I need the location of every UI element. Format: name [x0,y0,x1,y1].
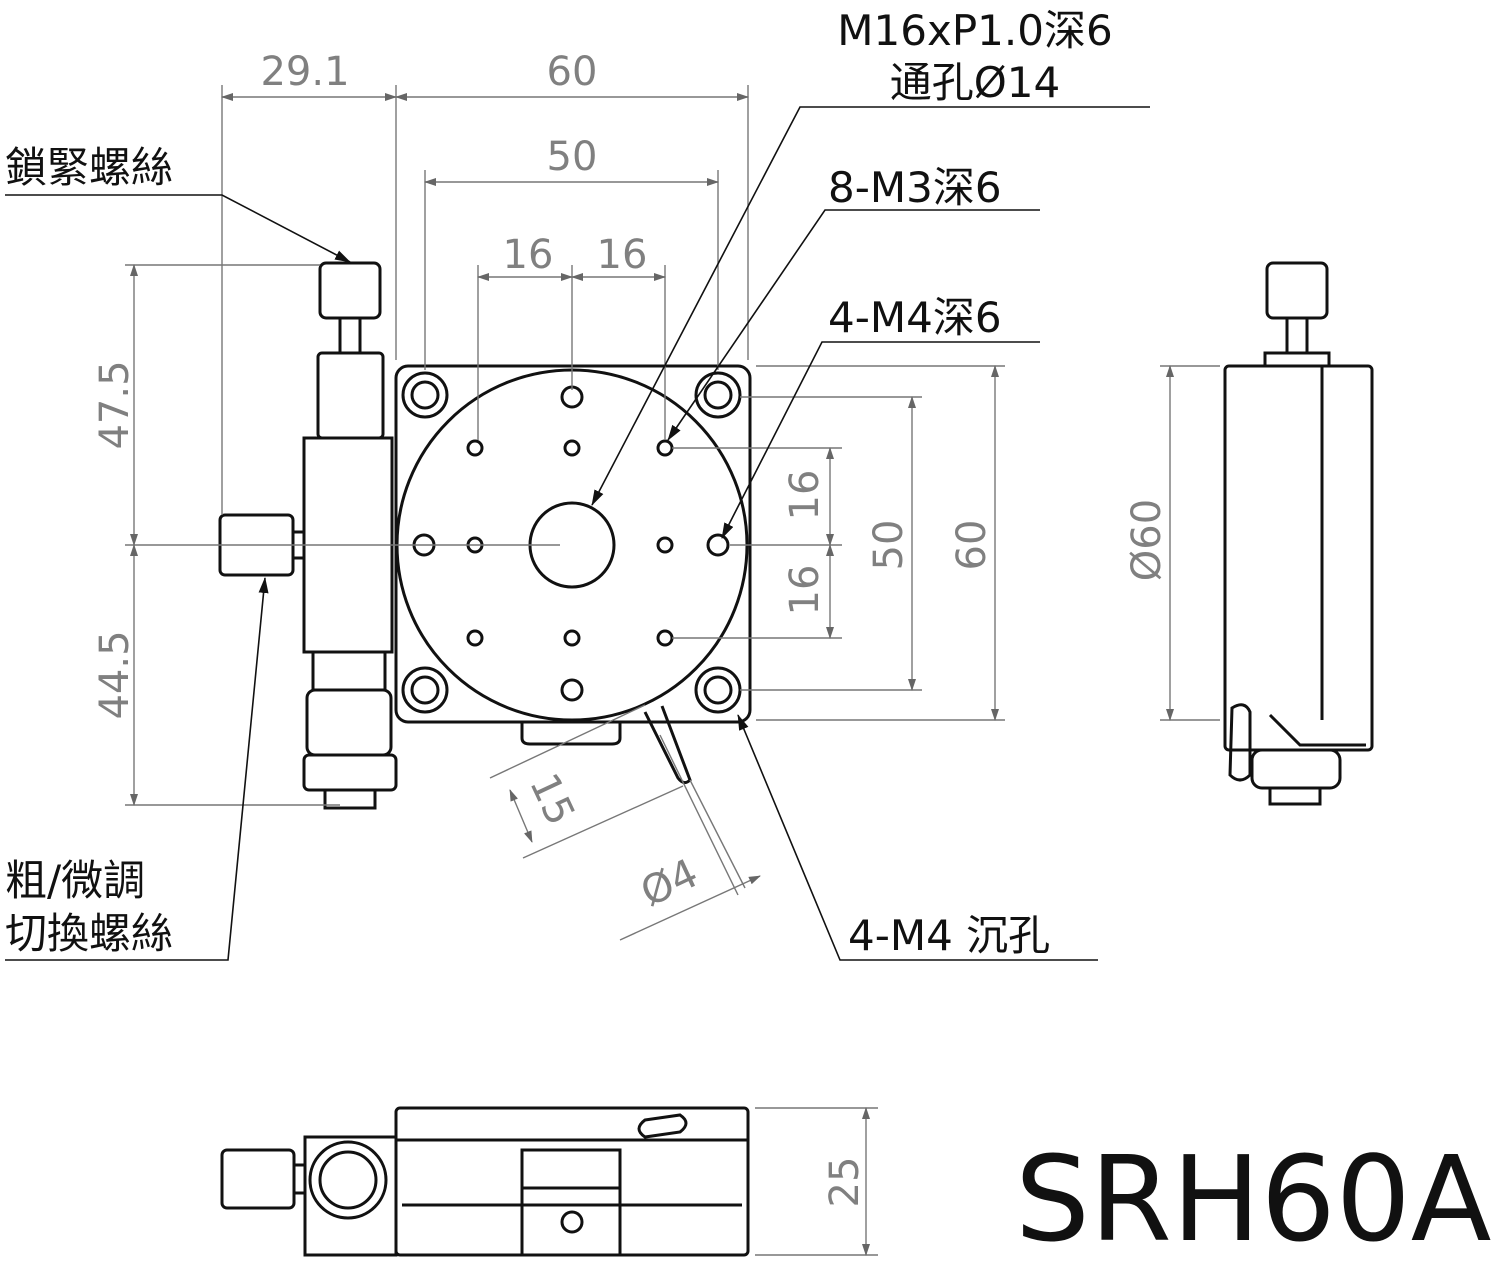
m4-holes [412,385,730,702]
dim-47-5: 47.5 [92,360,138,449]
dim-lever-15: 15 [520,767,583,833]
dim-16-right: 16 [597,232,648,278]
callout-center-hole-1: M16xP1.0深6 [837,6,1112,55]
dim-50-pitch: 50 [547,134,598,180]
front-view [220,1106,878,1257]
micrometer [218,261,398,810]
model-name: SRH60AL [1015,1130,1492,1268]
dim-v50: 50 [866,520,912,571]
callout-m4-holes: 4-M4深6 [828,293,1002,342]
callouts: M16xP1.0深6 通孔Ø14 8-M3深6 4-M4深6 鎖緊螺絲 4-M4… [5,6,1150,961]
counterbore-holes [401,371,742,714]
dim-29-1: 29.1 [260,49,349,95]
callout-center-hole-2: 通孔Ø14 [890,58,1061,107]
dim-height-25: 25 [822,1157,868,1208]
dim-16-left: 16 [503,232,554,278]
m3-holes [466,439,674,647]
dimension-lines [125,85,1005,941]
dim-v60: 60 [949,520,995,571]
dim-v16-bottom: 16 [782,565,828,616]
dim-v16-top: 16 [782,470,828,521]
callout-counterbore: 4-M4 沉孔 [848,911,1050,960]
side-view [1160,261,1374,806]
top-view [218,261,752,810]
tab [520,722,622,746]
dim-60-width: 60 [547,49,598,95]
lever [643,705,692,785]
dim-44-5: 44.5 [92,630,138,719]
callout-switch-screw-1: 粗/微調 [5,856,145,905]
callout-m3-holes: 8-M3深6 [828,163,1002,212]
dim-diameter-60: Ø60 [1124,499,1170,581]
callout-lock-screw: 鎖緊螺絲 [5,143,173,192]
dimension-labels: 29.1 60 50 16 16 47.5 44.5 16 16 50 60 Ø… [92,49,1170,1207]
callout-switch-screw-2: 切換螺絲 [5,909,173,958]
